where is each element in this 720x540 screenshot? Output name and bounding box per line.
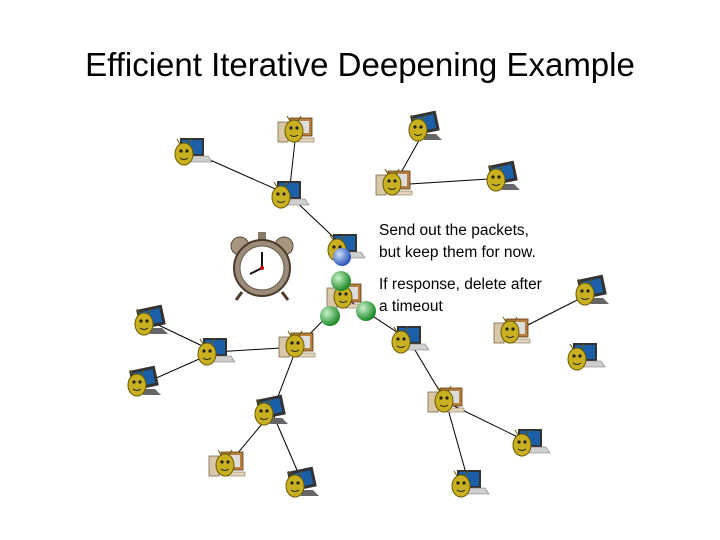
computer-node-icon (493, 316, 531, 344)
packet-sphere-icon (331, 271, 351, 291)
alarm-clock-icon (230, 232, 294, 301)
computer-node-icon (391, 326, 430, 354)
computer-node-icon (278, 330, 316, 358)
packet-sphere-icon (320, 306, 340, 326)
note-line: If response, delete after (379, 276, 542, 293)
note-line: a timeout (379, 298, 443, 315)
computer-node-icon (254, 394, 288, 426)
note-line: Send out the packets, (379, 222, 529, 239)
computer-node-icon (208, 449, 246, 477)
computer-node-icon (197, 338, 236, 366)
network-link (393, 177, 505, 186)
note-send-packets: Send out the packets, but keep them for … (379, 220, 579, 264)
packet-cluster (320, 248, 376, 326)
computer-node-icon (575, 274, 609, 306)
computer-node-icon (134, 304, 168, 336)
computer-node-icon (285, 466, 319, 498)
computer-node-icon (451, 470, 490, 498)
computer-node-icon (375, 168, 413, 196)
computer-node-icon (271, 181, 310, 209)
note-line: but keep them for now. (379, 244, 536, 261)
computer-node-icon (127, 365, 161, 397)
packet-sphere-icon (356, 301, 376, 321)
computer-node-icon (277, 115, 315, 143)
network-nodes (127, 110, 609, 498)
note-response-timeout: If response, delete after a timeout (379, 274, 579, 318)
computer-node-icon (567, 343, 606, 371)
computer-node-icon (427, 385, 465, 413)
computer-node-icon (174, 138, 213, 166)
slide-title: Efficient Iterative Deepening Example (85, 46, 635, 83)
computer-node-icon (512, 429, 551, 457)
packet-sphere-icon (333, 248, 351, 266)
computer-node-icon (486, 160, 520, 192)
computer-node-icon (408, 110, 442, 142)
